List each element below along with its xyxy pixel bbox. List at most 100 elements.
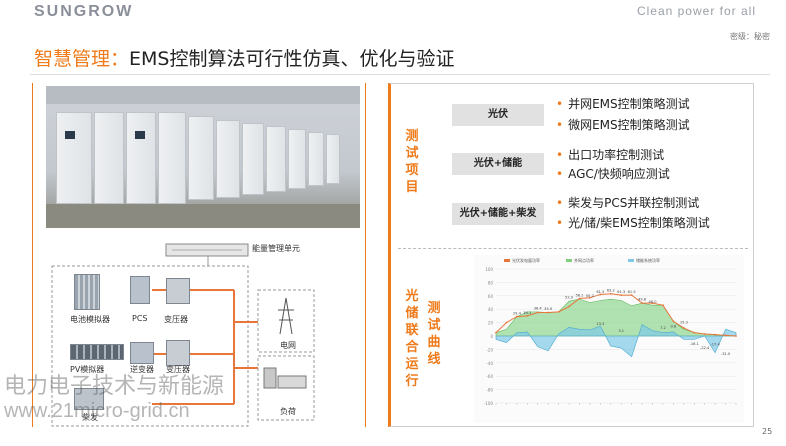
test-item: •出口功率控制测试 [556,148,665,162]
y-tick-label: 100 [485,267,493,272]
pv-simulator-label: PV模拟器 [70,365,105,374]
data-label: 36.4 [534,307,543,311]
data-label: -31.0 [721,352,731,356]
title-prefix: 智慧管理： [34,48,130,70]
left-panel-frame [32,83,366,427]
legend-swatch [566,259,572,262]
series-grid-point [641,302,643,305]
series-grid-point [724,334,727,337]
test-item: •柴发与PCS并联控制测试 [556,196,700,210]
cabinet [94,112,124,204]
cabinet-photo [46,86,360,228]
data-label: 30.1 [523,311,531,315]
series-grid-point [682,327,685,329]
test-item: •AGC/快频响应测试 [556,167,670,181]
data-label: 49.8 [638,298,647,302]
series-grid-point [505,321,508,324]
pcs-icon [130,276,150,304]
data-label: 61.3 [596,290,604,294]
grid-label: 电网 [280,341,296,350]
curve-heading-right: 测试曲线 [427,301,441,367]
transformer-icon [166,278,190,304]
test-item: •并网EMS控制策略测试 [556,97,690,111]
series-grid-line [495,293,737,337]
header-bar: SUNGROW Clean power for all [0,0,786,26]
pcs-label: PCS [132,314,148,323]
inverter-label: 逆变器 [130,365,154,374]
cabinet-screen [65,131,75,139]
y-tick-label: -100 [484,401,494,406]
data-label: 56.1 [575,293,583,297]
data-label: 15.3 [680,321,688,325]
series-grid-point [589,296,591,299]
cabinet [242,123,264,195]
page-number: 25 [762,427,773,436]
series-grid-point [672,320,675,323]
series-storage-area [495,324,737,358]
data-label: 3.1 [618,329,624,333]
legend-label: 并网点功率 [574,257,594,263]
data-label: 9.8 [671,324,677,328]
series-grid-point [495,331,497,334]
load-label: 负荷 [280,407,296,416]
cabinet-screen [135,131,145,139]
group-label-pv-storage-diesel: 光伏+储能+柴发 [452,203,544,225]
cabinet [326,134,340,184]
title-main: EMS控制算法可行性仿真、优化与验证 [129,48,455,70]
cabinet [308,132,324,186]
data-label: 35.9 [544,307,553,311]
y-tick-label: -60 [486,374,493,379]
cabinet [266,126,286,192]
diagram-lines [51,243,315,427]
test-items-heading: 测试项目 [405,129,419,195]
y-tick-label: -80 [486,388,493,393]
data-label: 29.4 [513,311,522,315]
data-label: -22.4 [700,346,710,350]
transformer2-label: 变压器 [166,365,190,374]
data-label: 55.2 [586,294,594,298]
series-grid-point [630,294,633,297]
cabinet [158,112,186,204]
battery-simulator-label: 电池模拟器 [70,315,110,324]
series-grid-point [578,297,581,300]
watermark-text: 电力电子技术与新能源 [4,373,225,398]
cabinet [56,112,92,204]
y-tick-label: -40 [486,361,493,366]
inverter-icon [130,342,154,364]
series-grid-point [693,331,696,334]
y-tick-label: -20 [486,347,493,352]
cabinet [288,129,306,189]
diesel-generator-icon [74,388,104,410]
pv-simulator-icon [70,344,124,360]
series-grid-point [599,293,602,296]
data-label: 63.2 [607,289,615,293]
legend-label: 光伏发电量功率 [512,257,540,263]
data-label: 52.9 [565,296,574,300]
data-label: 13.3 [596,322,604,326]
floor [46,204,360,228]
legend-label: 储能系统功率 [636,257,660,263]
series-grid-point [651,302,654,305]
series-grid-point [568,305,570,308]
series-grid-point [714,333,717,336]
data-label: -16.1 [690,342,699,346]
group-label-pv: 光伏 [452,104,544,126]
legend-swatch [628,259,634,262]
data-label: 61.5 [628,290,636,294]
data-label: 61.3 [617,290,625,294]
sungrow-logo: SUNGROW [34,3,134,20]
series-grid-point [536,311,539,314]
series-grid-point [547,311,550,314]
cabinet [188,116,214,200]
data-label: 7.2 [660,326,666,330]
cabinet [126,112,156,204]
cabinet [216,120,240,198]
series-grid-point [703,333,706,335]
y-tick-label: 40 [488,307,494,312]
series-grid-point [662,304,664,307]
data-label: -17.4 [710,343,720,347]
page-title: 智慧管理：EMS控制算法可行性仿真、优化与验证 [34,44,454,71]
series-grid-point [515,315,518,318]
right-panel-frame [388,83,754,427]
y-tick-label: 80 [488,280,494,285]
